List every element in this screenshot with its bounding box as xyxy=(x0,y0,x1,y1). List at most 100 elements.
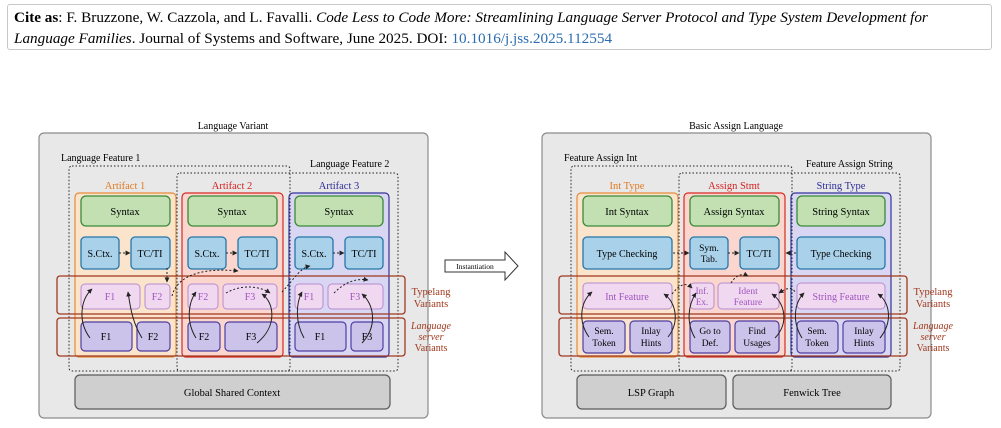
token-label-string: Token xyxy=(805,339,829,349)
inf-ex-box xyxy=(689,282,715,310)
goto-label: Go to xyxy=(699,327,721,337)
cite-title: Code Less to Code More: Streamlining Lan… xyxy=(14,9,928,47)
int-type-label: Int Type xyxy=(610,181,645,192)
int-syntax-box xyxy=(582,195,673,227)
tcti-label-assign: TC/TI xyxy=(747,249,772,260)
type-checking-label-int: Type Checking xyxy=(597,249,658,260)
typelang-f1-box-1 xyxy=(80,283,141,310)
typelang-band-left xyxy=(56,275,406,315)
language-server-band-left xyxy=(56,317,406,357)
ls-f1-label-3: F1 xyxy=(315,332,326,343)
inlay-hints-box-string xyxy=(842,320,886,354)
fenwick-tree-box xyxy=(732,374,892,410)
sem-label-string: Sem. xyxy=(807,327,826,337)
tcti-label-3: TC/TI xyxy=(352,249,377,260)
type-checking-box-int xyxy=(582,236,673,270)
feature-label: Feature xyxy=(734,298,763,308)
tab-label: Tab. xyxy=(701,255,717,265)
sem-token-box-string xyxy=(796,320,839,354)
usages-label: Usages xyxy=(743,339,771,349)
hints-label-int: Hints xyxy=(641,339,662,349)
find-usages-box xyxy=(734,320,780,354)
typelang-f2-box-2 xyxy=(187,283,219,310)
ls-f1-box-3 xyxy=(294,321,347,352)
artifact-2-panel xyxy=(181,192,284,358)
string-type-label: String Type xyxy=(817,181,866,192)
sctx-label-3: S.Ctx. xyxy=(301,249,326,260)
tcti-label-1: TC/TI xyxy=(138,249,163,260)
ls-f2-label-1: F2 xyxy=(148,332,159,343)
artifact-1-label: Artifact 1 xyxy=(105,181,146,192)
ls-f1-label-1: F1 xyxy=(101,332,112,343)
ls-f3-label-2: F3 xyxy=(246,332,257,343)
string-feature-label: String Feature xyxy=(813,292,870,303)
cite-doi-label: DOI: xyxy=(416,30,448,47)
syntax-label-2: Syntax xyxy=(217,207,247,218)
sctx-label-1: S.Ctx. xyxy=(87,249,112,260)
citation-box: Cite as: F. Bruzzone, W. Cazzola, and L.… xyxy=(7,4,992,50)
syntax-label-1: Syntax xyxy=(110,207,140,218)
ls-f1-box-1 xyxy=(80,321,133,352)
sem-label-int: Sem. xyxy=(594,327,613,337)
ident-feature-box xyxy=(717,282,780,310)
global-shared-context-label: Global Shared Context xyxy=(184,388,280,399)
artifact-1-panel xyxy=(74,192,177,358)
find-label: Find xyxy=(748,327,766,337)
typelang-variants-label-left: Variants xyxy=(414,299,448,310)
ls-f2-label-2: F2 xyxy=(199,332,210,343)
typelang-f1-label-1: F1 xyxy=(105,292,116,303)
ex-label: Ex. xyxy=(696,297,708,307)
typelang-f3-label-2: F3 xyxy=(245,292,256,303)
syntax-label-3: Syntax xyxy=(324,207,354,218)
artifact-3-label: Artifact 3 xyxy=(319,181,360,192)
right-title: Basic Assign Language xyxy=(689,121,783,132)
feature-assign-string-label: Feature Assign String xyxy=(806,159,893,170)
tcti-box-3 xyxy=(344,236,384,270)
cite-venue: Journal of Systems and Software, June 20… xyxy=(139,30,413,47)
ls-variants-label-left: Variants xyxy=(415,343,448,354)
sym-label: Sym. xyxy=(699,244,719,254)
typelang-label-left: Typelang xyxy=(412,287,452,298)
string-feature-box xyxy=(796,282,886,310)
typelang-band-right xyxy=(558,275,908,315)
language-feature-1-boundary xyxy=(68,165,291,372)
artifact-2-label: Artifact 2 xyxy=(212,181,253,192)
ls-server-label-left: server xyxy=(419,332,444,343)
language-feature-1-label: Language Feature 1 xyxy=(61,153,140,164)
feature-assign-int-label: Feature Assign Int xyxy=(564,153,638,164)
assign-syntax-label: Assign Syntax xyxy=(704,207,766,218)
artifact-3-panel xyxy=(288,192,390,358)
typelang-label-right: Typelang xyxy=(914,287,954,298)
instantiation-label: Instantiation xyxy=(456,262,494,271)
lsp-graph-box xyxy=(576,374,727,410)
inlay-label-int: Inlay xyxy=(641,327,661,337)
goto-def-box xyxy=(689,320,731,354)
assign-stmt-panel xyxy=(683,192,786,358)
inf-label: Inf. xyxy=(696,286,709,296)
typelang-f3-box-2 xyxy=(222,283,278,310)
string-type-panel xyxy=(790,192,892,358)
inlay-hints-box-int xyxy=(629,320,673,354)
syntax-box-1 xyxy=(80,195,171,227)
ls-f2-box-1 xyxy=(136,321,171,352)
left-title: Language Variant xyxy=(198,121,269,132)
right-dependency-arrows xyxy=(581,250,889,339)
assign-stmt-label: Assign Stmt xyxy=(708,181,760,192)
typelang-variants-label-right: Variants xyxy=(916,299,950,310)
typelang-f2-label-2: F2 xyxy=(198,292,209,303)
sctx-label-2: S.Ctx. xyxy=(194,249,219,260)
sem-token-box-int xyxy=(582,320,626,354)
language-server-band-right xyxy=(558,317,908,357)
int-feature-box xyxy=(582,282,673,310)
int-syntax-label: Int Syntax xyxy=(605,207,649,218)
token-label-int: Token xyxy=(592,339,616,349)
int-feature-label: Int Feature xyxy=(605,292,649,303)
cite-label: Cite as xyxy=(14,9,59,26)
ls-server-label-right: server xyxy=(921,332,946,343)
type-checking-label-string: Type Checking xyxy=(811,249,872,260)
tcti-label-2: TC/TI xyxy=(245,249,270,260)
tcti-box-assign xyxy=(739,236,780,270)
global-shared-context-box xyxy=(74,374,391,410)
doi-link[interactable]: 10.1016/j.jss.2025.112554 xyxy=(451,30,613,47)
